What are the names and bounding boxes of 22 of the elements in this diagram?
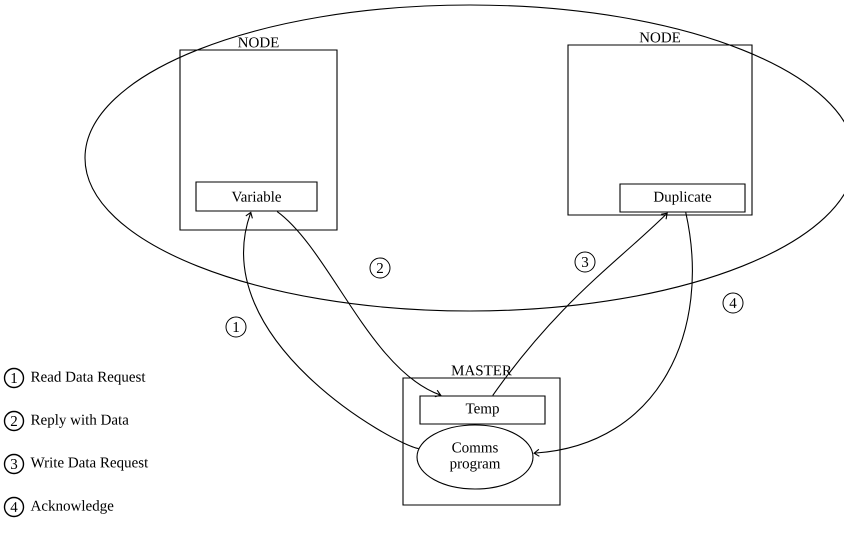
edge-label: 4 [722,292,744,314]
field-box: Variable [195,181,318,212]
legend-text: Acknowledge [30,500,114,514]
arrow [533,212,693,457]
callout-number: 1 [4,368,24,388]
node-label: NODE [640,32,680,42]
callout-number: 2 [4,410,24,432]
field-box: Temp [419,395,546,425]
arrow [276,211,442,398]
edge-label: 3 [574,252,596,272]
edge-label: 1 [226,316,246,338]
legend-text: Write Data Request [30,457,148,471]
arrow [243,212,419,450]
field-box: Duplicate [619,183,746,213]
node-label: MASTER [452,365,512,376]
callout-number: 4 [4,496,24,518]
node-label: NODE [238,37,279,48]
legend-text: Read Data Request [31,371,146,385]
legend-text: Reply with Data [31,414,129,428]
edge-label: 2 [370,258,390,278]
arrow [492,212,668,396]
callout-number: 3 [4,454,24,474]
